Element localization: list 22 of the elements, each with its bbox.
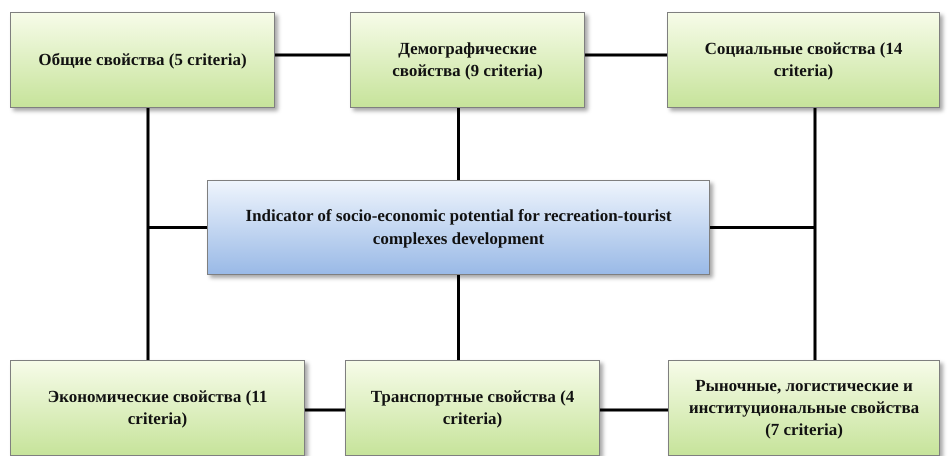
- connector-line: [457, 275, 460, 360]
- connector-line: [585, 54, 667, 56]
- connector-line: [457, 108, 460, 180]
- box-label: Социальные свойства (14 criteria): [704, 38, 904, 82]
- connector-line: [600, 408, 668, 412]
- box-label: Общие свойства (5 criteria): [38, 48, 247, 71]
- property-box: [667, 12, 940, 108]
- property-box: [668, 360, 940, 456]
- property-box: [350, 12, 585, 108]
- connector-line: [275, 54, 350, 56]
- box-label: Рыночные, логистические и институциональные свойства (7 criteria): [688, 374, 920, 442]
- connector-line: [305, 408, 345, 412]
- property-box: [10, 360, 305, 456]
- central-indicator-box: [207, 180, 710, 275]
- connector-line: [146, 226, 207, 360]
- box-label: Транспортные свойства (4 criteria): [370, 386, 576, 430]
- property-box: [345, 360, 600, 456]
- box-label: Indicator of socio-economic potential for recreation-tourist complexes development: [244, 205, 673, 250]
- connector-line: [710, 226, 816, 360]
- box-label: Демографические свойства (9 criteria): [391, 38, 544, 82]
- box-label: Экономические свойства (11 criteria): [46, 386, 268, 430]
- property-box: [10, 12, 275, 108]
